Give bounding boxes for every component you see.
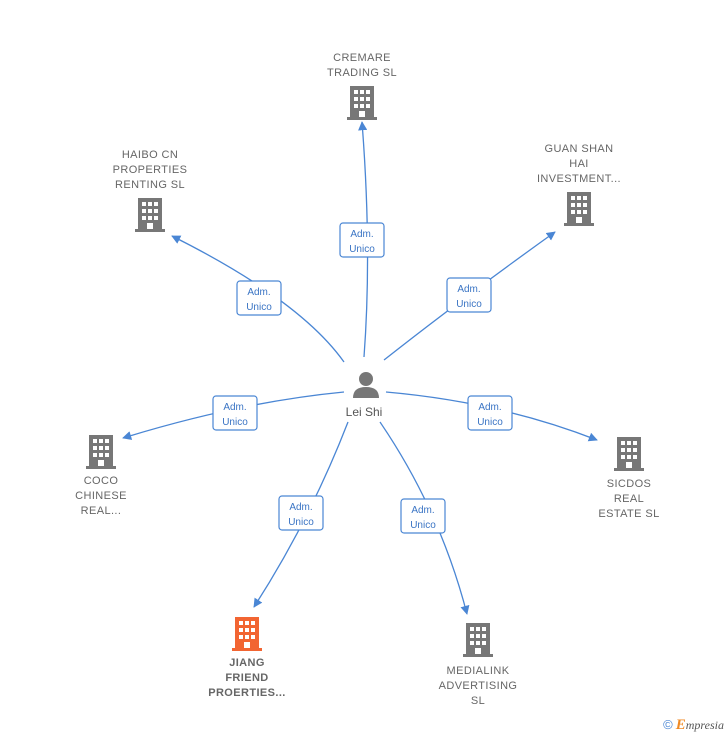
company-name-line: REAL... [81, 505, 122, 517]
company-name-line: ESTATE SL [598, 508, 659, 520]
person-name: Lei Shi [346, 405, 383, 419]
company-name-line: RENTING SL [115, 179, 185, 191]
relation-badge-coco[interactable]: Adm. Unico [212, 395, 258, 431]
building-icon [347, 86, 377, 120]
company-name-line: MEDIALINK [447, 665, 510, 677]
company-name-line: REAL [614, 493, 644, 505]
company-name-line: PROPERTIES [113, 164, 188, 176]
company-node-sicdos[interactable]: SICDOS REAL ESTATE SL [598, 437, 659, 520]
company-node-guanshan[interactable]: GUAN SHAN HAI INVESTMENT... [537, 143, 621, 226]
relation-label-line: Adm. [350, 229, 373, 240]
relation-label-line: Unico [410, 520, 436, 531]
building-icon [564, 192, 594, 226]
company-name-line: PROERTIES... [208, 687, 286, 699]
company-node-cremare[interactable]: CREMARE TRADING SL [327, 52, 397, 120]
building-icon [135, 198, 165, 232]
relation-badge-medialink[interactable]: Adm. Unico [400, 498, 446, 534]
company-name-line: ADVERTISING [439, 680, 518, 692]
relation-badge-cremare[interactable]: Adm. Unico [339, 222, 385, 258]
company-name-line: HAIBO CN [122, 149, 178, 161]
relation-box [467, 395, 513, 431]
relation-label-line: Unico [288, 517, 314, 528]
relation-badge-jiang[interactable]: Adm. Unico [278, 495, 324, 531]
building-icon [86, 435, 116, 469]
company-name-line: INVESTMENT... [537, 173, 621, 185]
relation-label-line: Unico [456, 299, 482, 310]
brand-initial: E [675, 717, 686, 733]
copyright-symbol: © [663, 717, 673, 732]
company-name-line: FRIEND [225, 672, 268, 684]
relation-label-line: Unico [246, 302, 272, 313]
building-icon [614, 437, 644, 471]
relation-label-line: Adm. [478, 402, 501, 413]
relation-box [278, 495, 324, 531]
relation-box [236, 280, 282, 316]
company-name-line: SL [471, 695, 485, 707]
relation-label-line: Unico [477, 417, 503, 428]
company-node-coco[interactable]: COCO CHINESE REAL... [75, 435, 127, 517]
company-name-line: TRADING SL [327, 67, 397, 79]
company-node-medialink[interactable]: MEDIALINK ADVERTISING SL [439, 623, 518, 707]
relation-box [400, 498, 446, 534]
brand-name: mpresia [685, 718, 724, 732]
person-node-lei-shi[interactable]: Lei Shi [346, 372, 383, 419]
relation-label-line: Unico [222, 417, 248, 428]
relation-label-line: Adm. [223, 402, 246, 413]
footer-brand: ©Empresia [663, 717, 724, 734]
company-name-line: HAI [569, 158, 589, 170]
company-name-line: CREMARE [333, 52, 391, 64]
relation-box [446, 277, 492, 313]
company-name-line: CHINESE [75, 490, 127, 502]
relation-badge-haibo[interactable]: Adm. Unico [236, 280, 282, 316]
company-name-line: SICDOS [607, 478, 652, 490]
person-icon [353, 372, 379, 398]
building-icon [232, 617, 262, 651]
relation-label-line: Unico [349, 244, 375, 255]
company-name-line: GUAN SHAN [545, 143, 614, 155]
company-node-haibo[interactable]: HAIBO CN PROPERTIES RENTING SL [113, 149, 188, 232]
relation-label-line: Adm. [289, 502, 312, 513]
relation-box [339, 222, 385, 258]
building-icon [463, 623, 493, 657]
relation-label-line: Adm. [411, 505, 434, 516]
relation-label-line: Adm. [457, 284, 480, 295]
relation-badge-guanshan[interactable]: Adm. Unico [446, 277, 492, 313]
company-name-line: COCO [84, 475, 119, 487]
company-name-line: JIANG [229, 657, 265, 669]
relation-box [212, 395, 258, 431]
relation-badge-sicdos[interactable]: Adm. Unico [467, 395, 513, 431]
company-node-jiang[interactable]: JIANG FRIEND PROERTIES... [208, 617, 286, 699]
relation-label-line: Adm. [247, 287, 270, 298]
